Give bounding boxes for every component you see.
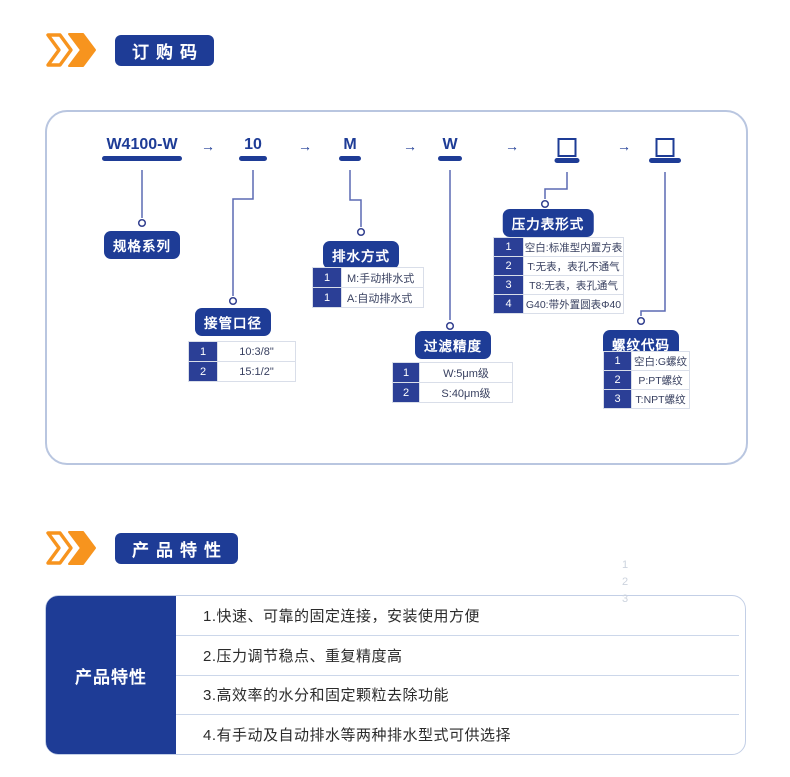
code-placeholder-box [655,138,675,157]
features-side-label: 产品特性 [46,596,176,754]
features-card: 产品特性 1.快速、可靠的固定连接，安装使用方便 2.压力调节稳点、重复精度高 … [45,595,746,755]
feature-item: 3.高效率的水分和固定颗粒去除功能 [176,676,739,716]
feature-item: 4.有手动及自动排水等两种排水型式可供选择 [203,727,512,745]
table-row: 1 A:自动排水式 [312,287,424,308]
option-value: A:自动排水式 [341,287,424,308]
table-gauge-type: 1 空白:标准型内置方表 2 T:无表，表孔不通气 3 T8:无表，表孔通气 4… [493,237,624,314]
table-drain-type: 1 M:手动排水式 1 A:自动排水式 [312,267,424,308]
code-item-drain: M [343,136,357,153]
option-value: 15:1/2" [217,361,296,382]
group-label-spec-series: 规格系列 [104,231,180,259]
arrow-icon: → [201,138,215,154]
table-row: 3 T:NPT螺纹 [603,389,690,409]
watermark-number: 3 [622,593,629,605]
option-value: 空白:G螺纹 [631,351,690,371]
code-item-series: W4100-W [106,136,178,153]
group-label-filtration: 过滤精度 [415,331,491,359]
arrow-icon: → [617,138,631,154]
table-pipe-size: 1 10:3/8" 2 15:1/2" [188,341,296,382]
code-placeholder-box [557,138,577,157]
group-label-drain-type: 排水方式 [323,241,399,269]
option-code: 1 [603,351,632,371]
option-code: 1 [493,237,524,257]
option-code: 1 [392,362,420,383]
table-row: 3 T8:无表，表孔通气 [493,275,624,295]
option-code: 2 [493,256,524,276]
table-row: 1 W:5μm级 [392,362,513,383]
order-code-section-header: 订购码 [45,32,214,68]
option-value: S:40μm级 [419,382,513,403]
table-row: 4 G40:带外置圆表Φ40 [493,294,624,314]
features-section-header: 产品特性 [45,530,238,566]
features-title: 产品特性 [115,532,238,564]
code-item-port-size: 10 [244,136,262,153]
code-underline [554,158,580,163]
table-row: 2 P:PT螺纹 [603,370,690,390]
option-value: 空白:标准型内置方表 [523,237,624,257]
table-row: 1 空白:G螺纹 [603,351,690,371]
option-code: 1 [312,287,342,308]
double-chevron-icon [46,33,96,67]
code-underline [649,158,681,163]
table-row: 1 空白:标准型内置方表 [493,237,624,257]
option-value: P:PT螺纹 [631,370,690,390]
option-code: 2 [603,370,632,390]
table-thread-code: 1 空白:G螺纹 2 P:PT螺纹 3 T:NPT螺纹 [603,351,690,409]
table-row: 2 15:1/2" [188,361,296,382]
code-item-filtration: W [442,136,458,153]
table-filtration: 1 W:5μm级 2 S:40μm级 [392,362,513,403]
order-code-title: 订购码 [115,34,214,66]
option-value: W:5μm级 [419,362,513,383]
arrow-icon: → [505,138,519,154]
option-value: T:NPT螺纹 [631,389,690,409]
option-code: 3 [603,389,632,409]
double-chevron-icon [46,531,96,565]
table-row: 2 S:40μm级 [392,382,513,403]
arrow-icon: → [298,138,312,154]
option-value: M:手动排水式 [341,267,424,288]
arrow-icon: → [403,138,417,154]
code-underline [102,156,182,161]
option-code: 2 [392,382,420,403]
option-code: 3 [493,275,524,295]
table-row: 2 T:无表，表孔不通气 [493,256,624,276]
group-label-gauge-type: 压力表形式 [502,209,594,237]
code-underline [438,156,462,161]
group-label-pipe-size: 接管口径 [195,308,271,336]
option-value: 10:3/8" [217,341,296,362]
code-underline [239,156,267,161]
option-value: T:无表，表孔不通气 [523,256,624,276]
option-code: 4 [493,294,524,314]
option-value: G40:带外置圆表Φ40 [523,294,624,314]
table-row: 1 10:3/8" [188,341,296,362]
option-code: 1 [188,341,218,362]
table-row: 1 M:手动排水式 [312,267,424,288]
watermark-number: 1 [622,559,629,571]
features-list: 1.快速、可靠的固定连接，安装使用方便 2.压力调节稳点、重复精度高 3.高效率… [176,596,739,754]
feature-item: 1.快速、可靠的固定连接，安装使用方便 [176,596,739,636]
feature-item: 2.压力调节稳点、重复精度高 [176,636,739,676]
option-code: 2 [188,361,218,382]
option-code: 1 [312,267,342,288]
watermark-number: 2 [622,576,629,588]
code-underline [339,156,361,161]
option-value: T8:无表，表孔通气 [523,275,624,295]
